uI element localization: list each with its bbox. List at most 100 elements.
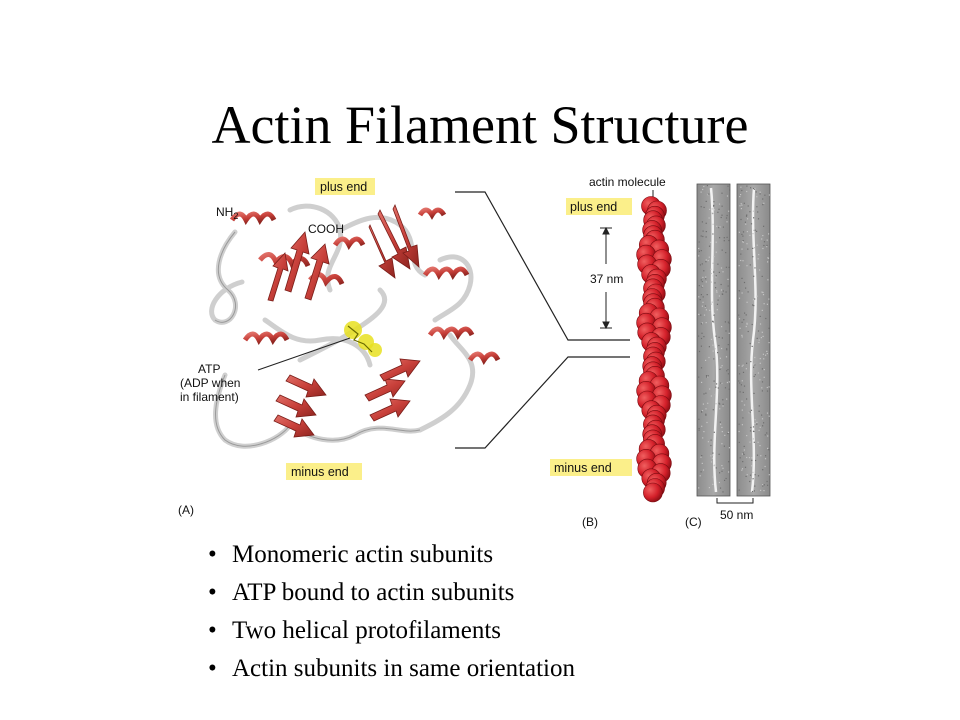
micrograph-speckle	[698, 241, 700, 243]
micrograph-speckle	[702, 235, 704, 238]
minus-end-highlight-a	[286, 463, 362, 480]
micrograph-speckle	[763, 241, 766, 243]
micrograph-speckle	[721, 192, 723, 194]
micrograph-speckle	[751, 345, 753, 347]
micrograph-speckle	[753, 188, 755, 190]
micrograph-speckle	[757, 441, 759, 443]
micrograph-speckle	[711, 212, 713, 214]
micrograph-speckle	[717, 387, 719, 389]
micrograph-speckle	[711, 457, 713, 459]
micrograph-speckle	[742, 240, 744, 243]
micrograph-speckle	[721, 443, 723, 445]
micrograph-speckle	[718, 295, 720, 297]
zoom-lines	[455, 191, 630, 449]
adp-label-line2: (ADP when	[180, 376, 240, 390]
micrograph-speckle	[746, 322, 748, 324]
micrograph-speckle	[727, 321, 729, 323]
micrograph-speckle	[719, 408, 721, 410]
micrograph-speckle	[702, 285, 704, 287]
micrograph-speckle	[720, 216, 722, 219]
micrograph-speckle	[742, 452, 744, 454]
micrograph-speckle	[725, 477, 727, 480]
micrograph-speckle	[721, 326, 723, 328]
micrograph-speckle	[745, 475, 747, 477]
micrograph-speckle	[701, 332, 703, 334]
micrograph-speckle	[713, 320, 715, 322]
minus-end-label-a: minus end	[291, 465, 349, 479]
micrograph-speckle	[768, 327, 770, 329]
actin-figure-svg: plus end minus end NH2 COOH ATP (ADP whe…	[178, 175, 771, 529]
micrograph-speckle	[744, 221, 746, 223]
micrograph-speckle	[746, 323, 748, 325]
micrograph-speckle	[704, 306, 706, 308]
micrograph-speckle	[701, 455, 703, 457]
micrograph-speckle	[700, 279, 702, 281]
micrograph-speckle	[752, 407, 755, 409]
micrograph-speckle	[719, 403, 721, 405]
micrograph-speckle	[763, 484, 765, 486]
micrograph-speckle	[719, 487, 722, 489]
micrograph-speckle	[754, 356, 756, 359]
micrograph-speckle	[757, 258, 759, 260]
minus-end-highlight-b	[550, 459, 632, 476]
micrograph-speckle	[700, 471, 702, 473]
micrograph-speckle	[706, 376, 708, 378]
micrograph-speckle	[698, 429, 700, 431]
micrograph-speckle	[740, 259, 742, 262]
micrograph-speckle	[741, 233, 743, 235]
micrograph-speckle	[766, 246, 768, 248]
micrograph-speckle	[763, 490, 765, 492]
plus-end-label-b: plus end	[570, 200, 617, 214]
micrograph-speckle	[743, 453, 745, 456]
micrograph-speckle	[739, 391, 741, 393]
micrograph-speckle	[702, 437, 704, 439]
plus-end-highlight-b	[566, 198, 632, 215]
micrograph-texture	[698, 185, 771, 493]
micrograph-speckle	[710, 439, 712, 441]
micrograph-speckle	[742, 417, 744, 419]
micrograph-speckle	[701, 286, 703, 288]
micrograph-speckle	[749, 234, 751, 236]
micrograph-speckle	[768, 415, 770, 417]
micrograph-speckle	[703, 431, 705, 433]
micrograph-speckle	[744, 312, 746, 314]
micrograph-speckle	[706, 294, 708, 296]
micrograph-speckle	[722, 290, 724, 292]
micrograph-speckle	[701, 263, 703, 265]
micrograph-speckle	[707, 402, 709, 404]
micrograph-speckle	[708, 193, 710, 195]
micrograph-speckle	[713, 201, 715, 203]
micrograph-speckle	[745, 325, 747, 328]
micrograph-speckle	[746, 265, 748, 267]
micrograph-speckle	[749, 411, 751, 413]
micrograph-speckle	[748, 457, 751, 459]
micrograph-speckle	[721, 249, 723, 251]
micrograph-speckle	[713, 204, 715, 206]
micrograph-speckle	[743, 319, 745, 321]
micrograph-speckle	[705, 414, 707, 416]
micrograph-speckle	[715, 467, 717, 469]
micrograph-speckle	[739, 382, 741, 384]
micrograph-speckle	[762, 235, 764, 237]
micrograph-speckle	[726, 349, 728, 351]
nh2-label: NH2	[216, 205, 238, 221]
micrograph-speckle	[762, 291, 764, 294]
micrograph-speckle	[716, 290, 718, 292]
micrograph-speckle	[710, 272, 712, 275]
micrograph-speckle	[765, 455, 767, 457]
actin-molecule-label: actin molecule	[589, 175, 666, 189]
micrograph-speckle	[728, 266, 730, 268]
micrograph-speckle	[719, 237, 721, 239]
micrograph-speckle	[707, 441, 709, 443]
coil-backbone	[209, 203, 476, 449]
filament-image-1	[709, 187, 719, 493]
micrograph-speckle	[748, 412, 750, 414]
micrograph-speckle	[756, 244, 758, 246]
micrograph-speckle	[743, 202, 745, 204]
micrograph-speckle	[722, 491, 724, 493]
bullet-item: ATP bound to actin subunits	[206, 574, 575, 612]
micrograph-speckle	[712, 223, 714, 225]
micrograph-speckle	[714, 394, 716, 396]
micrograph-speckle	[746, 301, 748, 303]
micrograph-speckle	[746, 231, 748, 233]
